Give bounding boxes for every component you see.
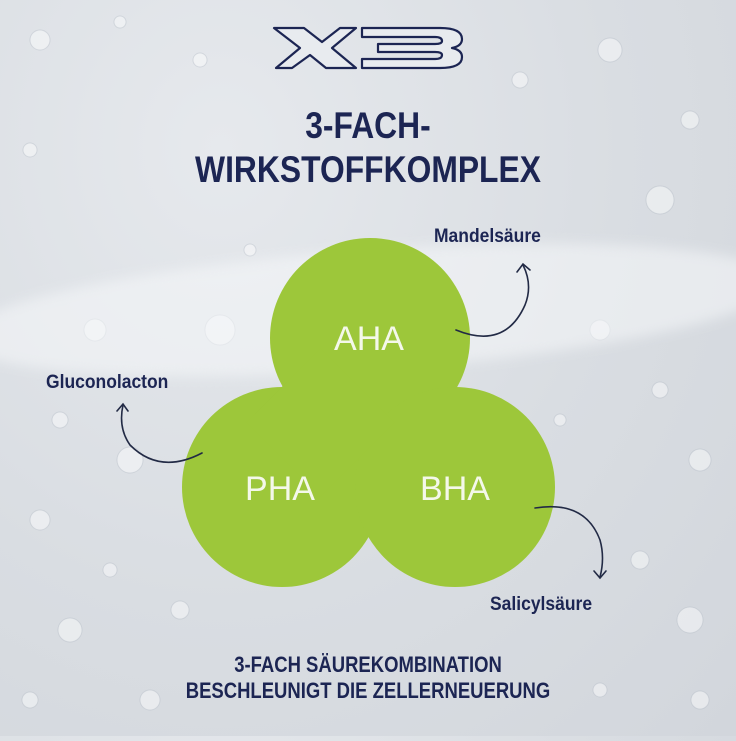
footer-line-1: 3-FACH SÄUREKOMBINATION: [234, 652, 502, 677]
title-line-1: 3-FACH-: [305, 105, 431, 146]
arrow-salicylsaeure-icon: [534, 505, 604, 578]
x3-logo-icon: [272, 26, 464, 70]
arrow-gluconolacton-icon: [120, 404, 203, 464]
arrow-mandelsaeure-icon: [455, 264, 530, 337]
pha-label: PHA: [245, 470, 315, 508]
page-title: 3-FACH- WIRKSTOFFKOMPLEX: [52, 104, 685, 192]
salicylsaeure-callout: Salicylsäure: [490, 594, 593, 615]
gluconolacton-callout: Gluconolacton: [46, 372, 169, 393]
title-line-2: WIRKSTOFFKOMPLEX: [195, 149, 541, 190]
bha-label: BHA: [420, 470, 490, 508]
footer-line-2: BESCHLEUNIGT DIE ZELLERNEUERUNG: [185, 678, 551, 703]
footer-tagline: 3-FACH SÄUREKOMBINATION BESCHLEUNIGT DIE…: [59, 652, 677, 704]
aha-label: AHA: [334, 320, 404, 358]
mandelsaeure-callout: Mandelsäure: [434, 226, 541, 247]
